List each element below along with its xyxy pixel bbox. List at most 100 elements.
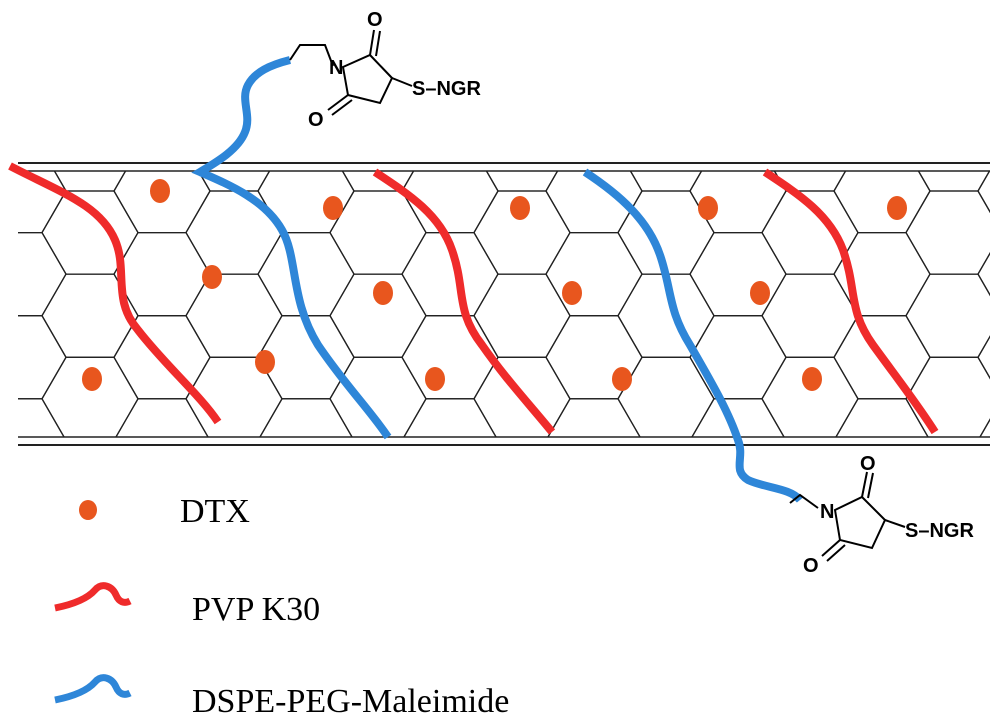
lattice-hexagon [629, 171, 703, 192]
pvp-chains [8, 162, 939, 435]
dtx-dot [510, 196, 530, 220]
carbonyl-upper [369, 29, 375, 56]
lattice-hexagon [329, 190, 427, 275]
lattice-hexagon [257, 231, 355, 317]
lattice-hexagon [18, 398, 65, 437]
lattice-hexagon [977, 171, 990, 214]
pvp-chain [8, 162, 222, 425]
pvp-chain [372, 168, 556, 435]
lattice-hexagon [545, 231, 643, 317]
lattice-hexagon [113, 231, 211, 317]
lattice-hexagon [185, 190, 283, 275]
maleimide-ngr-conjugate-bottom [789, 471, 906, 562]
legend: DTX PVP K30 DSPE-PEG-Maleimide [54, 493, 509, 720]
conjugate-bottom-n: N [820, 501, 834, 523]
dtx-dot [323, 196, 343, 220]
lattice-hexagon [835, 398, 929, 437]
lattice-hexagon [114, 66, 210, 149]
dtx-dot [150, 179, 170, 203]
lattice-hexagon [0, 482, 66, 565]
legend-peg-swatch [54, 674, 132, 704]
lattice-hexagon [330, 440, 426, 523]
lattice-hexagon [115, 398, 209, 437]
lattice-hexagon [401, 315, 499, 400]
lattice-hexagon [690, 66, 786, 149]
lattice-hexagon [978, 482, 1000, 565]
conjugate-bottom-s-ngr: S–NGR [905, 520, 974, 542]
nanotube-lattice [0, 66, 1000, 607]
hexagonal-mesh [0, 66, 1000, 607]
carbonyl-lower-double [826, 544, 846, 562]
lattice-hexagon [474, 524, 570, 607]
legend-pvp-swatch [54, 582, 132, 612]
carbonyl-lower [327, 94, 349, 111]
lattice-hexagon [979, 418, 990, 437]
dtx-dot [202, 265, 222, 289]
lattice-hexagon [978, 66, 1000, 149]
conjugate-bottom-o-lower: O [803, 555, 819, 577]
lattice-hexagon [185, 273, 283, 358]
pvp-chain [762, 168, 939, 435]
lattice-hexagon [259, 398, 353, 437]
carbonyl-lower-double [331, 99, 353, 116]
dtx-dot [373, 281, 393, 305]
lattice-hexagon [690, 482, 786, 565]
legend-dtx-label: DTX [180, 493, 250, 530]
legend-item-pvp: PVP K30 [54, 582, 320, 628]
conjugate-top-s-ngr: S–NGR [412, 78, 481, 100]
carbonyl-lower [821, 539, 841, 557]
lattice-hexagon [53, 171, 127, 192]
legend-item-peg: DSPE-PEG-Maleimide [54, 674, 509, 720]
conjugate-top-o-lower: O [308, 109, 324, 131]
lattice-hexagon [977, 252, 990, 297]
lattice-hexagon [547, 398, 641, 437]
dtx-dot [887, 196, 907, 220]
ring-to-sulfur-bond [884, 519, 906, 528]
maleimide-ring [341, 53, 394, 105]
lattice-hexagon [833, 171, 931, 234]
lattice-hexagon [977, 335, 990, 380]
lattice-hexagon [546, 482, 642, 565]
lattice-hexagon [330, 524, 426, 607]
lattice-hexagon [762, 440, 858, 523]
conjugate-top-labels: O N O S–NGR [308, 9, 481, 131]
peg-chains [191, 56, 804, 503]
dtx-dot [425, 367, 445, 391]
maleimide-ngr-conjugate-top [289, 29, 413, 116]
lattice-hexagon [0, 66, 66, 149]
lattice-hexagon [473, 273, 571, 358]
dtx-dot [750, 281, 770, 305]
legend-peg-label: DSPE-PEG-Maleimide [192, 683, 509, 720]
lattice-hexagon [18, 315, 67, 400]
conjugate-top-o-upper: O [367, 9, 383, 31]
lattice-hexagon [761, 273, 859, 358]
carbonyl-upper-double [375, 30, 381, 57]
lattice-hexagon [401, 171, 499, 234]
lattice-hexagon [258, 482, 354, 565]
legend-item-dtx: DTX [79, 493, 250, 530]
lattice-hexagon [906, 440, 1000, 523]
dtx-dot [698, 196, 718, 220]
ring-to-sulfur-bond [391, 77, 413, 87]
lattice-hexagon [545, 171, 643, 234]
legend-pvp-label: PVP K30 [192, 591, 320, 628]
lattice-hexagon [834, 66, 930, 149]
lattice-hexagon [18, 231, 67, 317]
lattice-hexagon [485, 171, 559, 192]
lattice-hexagon [402, 482, 498, 565]
dtx-dot [802, 367, 822, 391]
dtx-dot [82, 367, 102, 391]
lattice-hexagon [689, 171, 787, 234]
conjugate-linker [289, 44, 334, 67]
lattice-hexagon [403, 398, 497, 437]
dtx-dot [562, 281, 582, 305]
dtx-dot [255, 350, 275, 374]
peg-chain [582, 168, 804, 503]
lattice-hexagon [689, 315, 787, 400]
legend-dtx-dot [79, 500, 97, 520]
conjugate-linker [789, 493, 819, 509]
maleimide-ring [833, 495, 887, 550]
peg-chain [191, 56, 392, 440]
conjugate-bottom-o-upper: O [860, 453, 876, 475]
